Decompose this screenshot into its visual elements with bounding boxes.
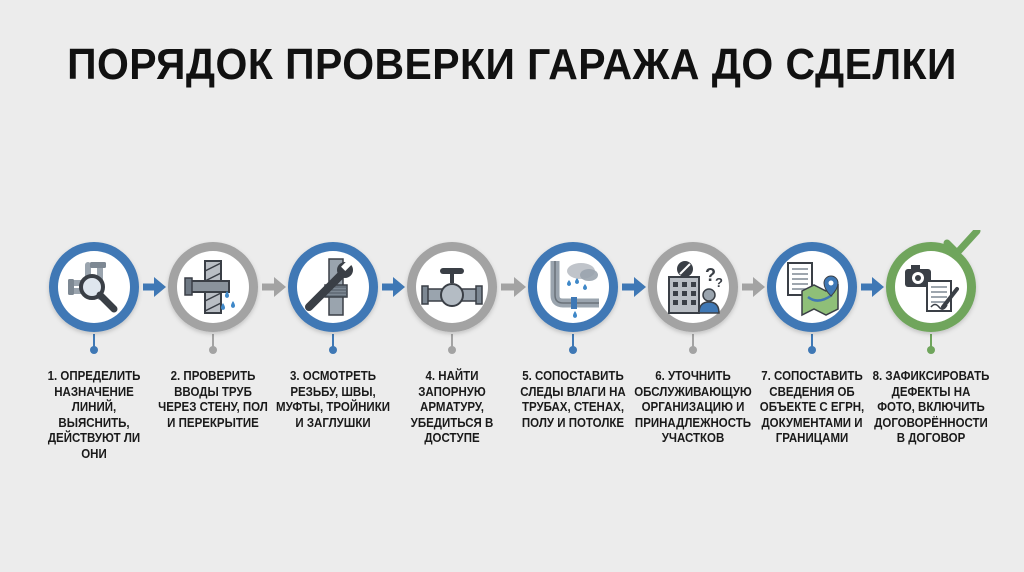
- connector-arrow: [622, 277, 646, 297]
- connector-arrow: [861, 277, 884, 297]
- connector-arrow: [143, 277, 166, 297]
- step-label: 5. СОПОСТАВИТЬ СЛЕДЫ ВЛАГИ НА ТРУБАХ, СТ…: [520, 369, 626, 430]
- connector-arrow: [382, 277, 405, 297]
- page-title: ПОРЯДОК ПРОВЕРКИ ГАРАЖА ДО СДЕЛКИ: [67, 40, 957, 89]
- step-dot: [927, 346, 935, 354]
- step-node: [288, 242, 378, 354]
- step-node: ??: [648, 242, 738, 354]
- step-label: 8. ЗАФИКСИРОВАТЬ ДЕФЕКТЫ НА ФОТО, ВКЛЮЧИ…: [872, 369, 990, 445]
- connector-arrow: [501, 277, 526, 297]
- step-node: [407, 242, 497, 354]
- step-label: 7. СОПОСТАВИТЬ СВЕДЕНИЯ ОБ ОБЪЕКТЕ С ЕГР…: [759, 369, 865, 445]
- step-dot: [209, 346, 217, 354]
- step-node: [168, 242, 258, 354]
- step-node: [49, 242, 139, 354]
- step-node: [886, 230, 981, 354]
- magnifier-pipe-icon: [68, 262, 118, 313]
- step-inner: [537, 251, 609, 323]
- svg-text:?: ?: [715, 275, 723, 290]
- step-dot: [808, 346, 816, 354]
- connector-arrow: [742, 277, 765, 297]
- svg-text:?: ?: [705, 265, 716, 285]
- moisture-pipe-icon: [550, 261, 599, 318]
- step-dot: [448, 346, 456, 354]
- valve-icon: [421, 268, 483, 307]
- step-node: [528, 242, 618, 354]
- camera-contract-check-icon: [905, 265, 959, 312]
- step-dot: [329, 346, 337, 354]
- check-icon: [943, 230, 981, 257]
- step-label: 2. ПРОВЕРИТЬ ВВОДЫ ТРУБ ЧЕРЕЗ СТЕНУ, ПОЛ…: [158, 369, 268, 430]
- step-label: 1. ОПРЕДЕЛИТЬ НАЗНАЧЕНИЕ ЛИНИЙ, ВЫЯСНИТЬ…: [47, 369, 141, 461]
- document-map-icon: [787, 262, 839, 317]
- step-label: 4. НАЙТИ ЗАПОРНУЮ АРМАТУРУ, УБЕДИТЬСЯ В …: [410, 369, 494, 445]
- pipe-through-wall-icon: [184, 260, 235, 314]
- connector-arrow: [262, 277, 286, 297]
- step-dot: [569, 346, 577, 354]
- step-label: 6. УТОЧНИТЬ ОБСЛУЖИВАЮЩУЮ ОРГАНИЗАЦИЮ И …: [634, 369, 752, 445]
- building-question-icon: ??: [668, 261, 723, 314]
- step-node: [767, 242, 857, 354]
- wrench-fitting-icon: [305, 258, 353, 316]
- process-diagram: ??: [49, 230, 981, 354]
- step-dot: [689, 346, 697, 354]
- step-label: 3. ОСМОТРЕТЬ РЕЗЬБУ, ШВЫ, МУФТЫ, ТРОЙНИК…: [276, 369, 390, 430]
- step-dot: [90, 346, 98, 354]
